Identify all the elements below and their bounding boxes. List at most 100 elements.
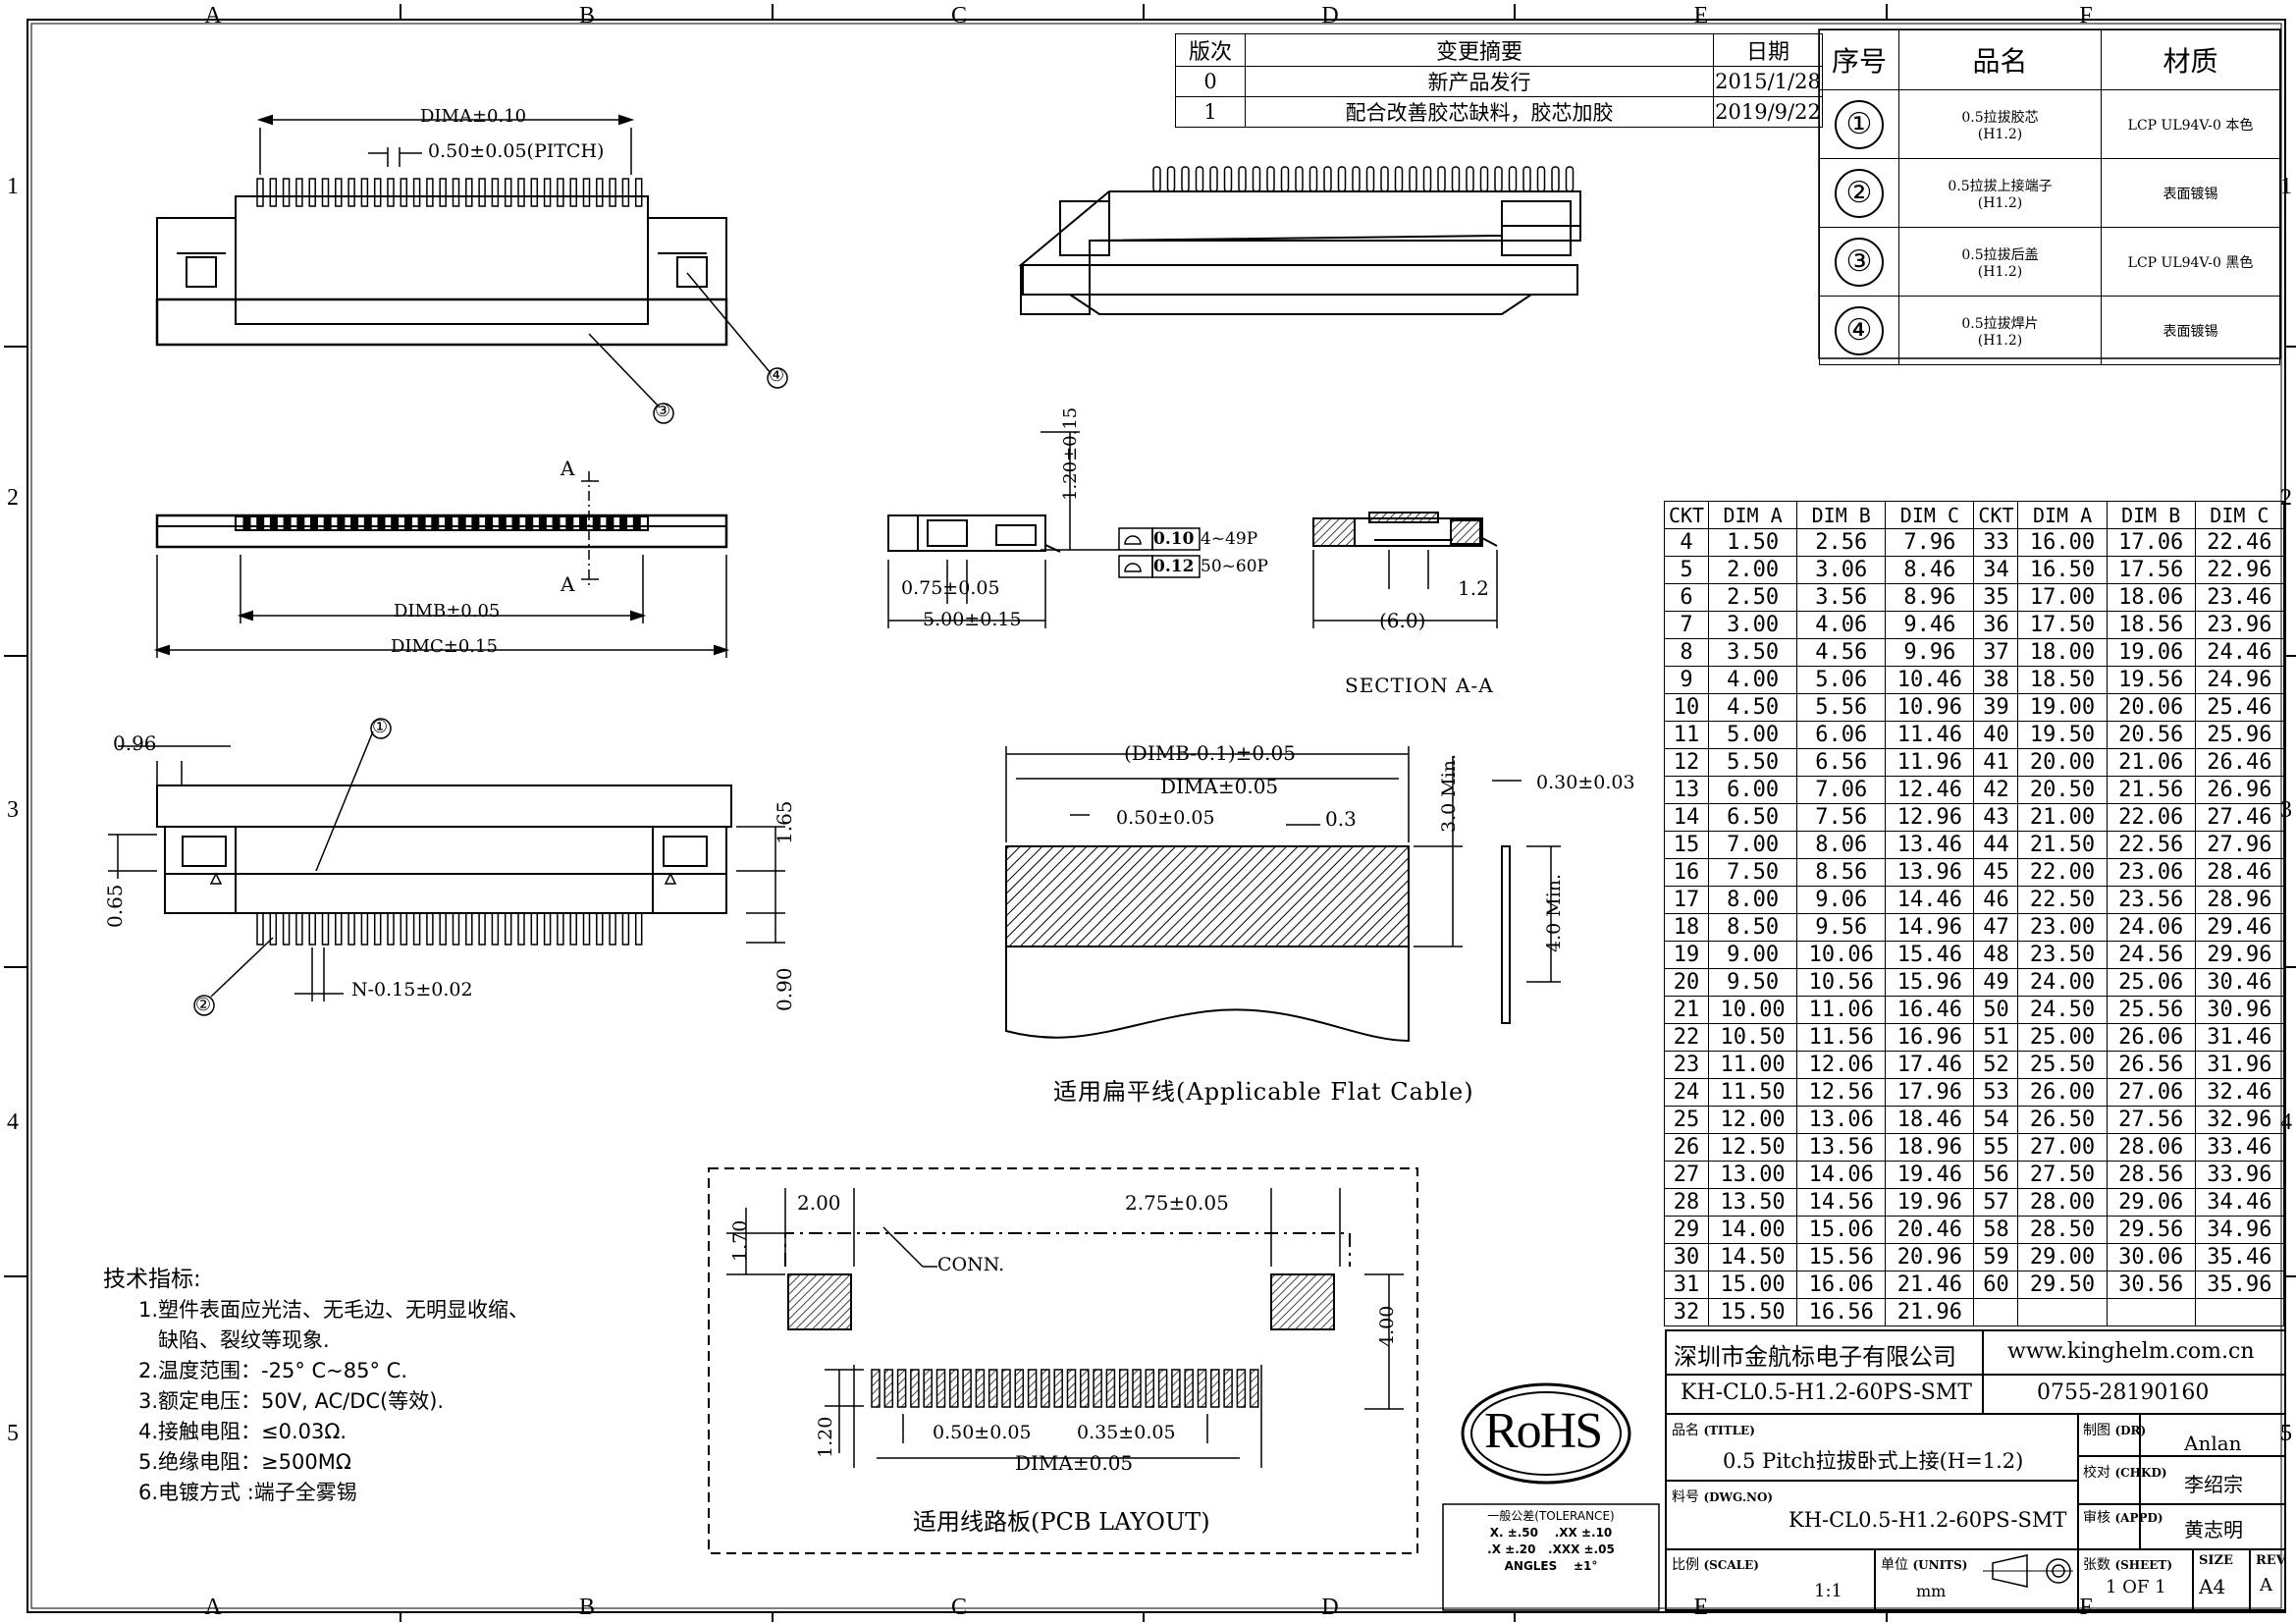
bottom-pin [417, 516, 426, 530]
top-pin [557, 178, 564, 207]
pcb-pad [871, 1369, 881, 1408]
dim-header-c: DIM C [1885, 501, 1975, 529]
bom-no: ④ [1819, 296, 1899, 365]
dim-b: 8.06 [1796, 831, 1887, 859]
dim-ckt: 6 [1664, 583, 1709, 612]
dim-a: 10.50 [1707, 1023, 1798, 1052]
dim-b: 17.56 [2106, 556, 2196, 584]
dim-b: 26.06 [2106, 1023, 2196, 1052]
front-pin [400, 912, 408, 946]
bottom-pin [525, 516, 534, 530]
dim-ckt: 44 [1973, 831, 2019, 859]
dim-c: 27.96 [2194, 831, 2285, 859]
dim-a: 16.50 [2017, 556, 2108, 584]
dim-c: 28.46 [2194, 858, 2285, 887]
dim-c: 14.46 [1885, 886, 1975, 914]
chkd-label-en: (CHKD) [2114, 1466, 2167, 1480]
pcb-pad [1041, 1369, 1050, 1408]
pcb-pad [1171, 1369, 1181, 1408]
dim-header-c-2: DIM C [2194, 501, 2285, 529]
dim-b: 9.56 [1796, 913, 1887, 942]
pcb-2-00: 2.00 [797, 1191, 841, 1215]
dim-ckt: 19 [1664, 941, 1709, 969]
dim-ckt: 60 [1973, 1271, 2019, 1299]
dimension-table: CKT DIM A DIM B DIM C CKT DIM A DIM B DI… [1664, 501, 2285, 1326]
iso-pin [1252, 166, 1261, 192]
dim-c: 10.46 [1885, 666, 1975, 694]
front-pin [295, 912, 303, 946]
flatness-010: 0.10 [1153, 529, 1195, 549]
dim-a: 9.50 [1707, 968, 1798, 997]
company-phone: 0755-28190160 [2037, 1380, 2210, 1405]
front-pin [621, 912, 630, 946]
dim-ckt: 31 [1664, 1271, 1709, 1299]
note-line: 缺陷、裂纹等现象. [138, 1328, 330, 1352]
dim-b: 5.56 [1796, 693, 1887, 722]
dim-c: 18.46 [1885, 1106, 1975, 1134]
iso-pin [1295, 166, 1304, 192]
dim-a: 19.00 [2017, 693, 2108, 722]
dim-ckt: 57 [1973, 1188, 2019, 1217]
dim-a: 28.00 [2017, 1188, 2108, 1217]
dim-b: 8.56 [1796, 858, 1887, 887]
dim-c: 29.96 [2194, 941, 2285, 969]
dim-b: 6.06 [1796, 721, 1887, 749]
top-pin [517, 178, 525, 207]
balloon-3-label: ③ [655, 401, 671, 421]
balloon-2-label: ② [195, 995, 212, 1015]
dim-6-0: (6.0) [1379, 609, 1426, 632]
dim-a: 21.50 [2017, 831, 2108, 859]
bottom-pin [350, 516, 359, 530]
rohs-label: RoHS [1484, 1403, 1603, 1459]
dim-c: 26.46 [2194, 748, 2285, 777]
dim-b: 11.06 [1796, 996, 1887, 1024]
dim-c: 7.96 [1885, 528, 1975, 557]
iso-pin [1394, 166, 1404, 192]
top-pin [373, 178, 382, 207]
dim-a: 5.00 [1707, 721, 1798, 749]
dim-a: 25.50 [2017, 1051, 2108, 1079]
title-label-en: (TITLE) [1703, 1424, 1755, 1437]
dim-ckt: 34 [1973, 556, 2019, 584]
front-pin [347, 912, 355, 946]
iso-pin [1565, 166, 1575, 192]
top-pin [582, 178, 591, 207]
dim-a: 4.50 [1707, 693, 1798, 722]
front-pin [491, 912, 500, 946]
pcb-pad [1249, 1369, 1259, 1408]
dim-a: 3.50 [1707, 638, 1798, 667]
scale-label-en: (SCALE) [1703, 1558, 1759, 1572]
dim-c: 17.96 [1885, 1078, 1975, 1107]
iso-pin [1352, 166, 1361, 192]
dim-a: 25.00 [2017, 1023, 2108, 1052]
dim-a: 5.50 [1707, 748, 1798, 777]
bom-material: 表面镀锡 [2101, 158, 2280, 228]
dim-c: 13.46 [1885, 831, 1975, 859]
pcb-pad [962, 1369, 972, 1408]
rohs-mark [1461, 1382, 1631, 1485]
title-label-cn: 品名 [1672, 1423, 1699, 1438]
dim-b: 24.06 [2106, 913, 2196, 942]
bottom-pin [283, 516, 292, 530]
dim-ckt: 53 [1973, 1078, 2019, 1107]
top-pin [360, 178, 369, 207]
top-pin [439, 178, 447, 207]
bom-name-sub: (H1.2) [1977, 194, 2023, 211]
dim-b: 2.56 [1796, 528, 1887, 557]
dr-label-en: (DR) [2114, 1424, 2147, 1437]
bottom-pin [498, 516, 507, 530]
dim-ckt: 41 [1973, 748, 2019, 777]
dim-c: 35.96 [2194, 1271, 2285, 1299]
bottom-pin [552, 516, 561, 530]
section-mark-top: A [561, 457, 575, 480]
dim-header: CKT DIM A DIM B DIM C CKT DIM A DIM B DI… [1664, 501, 2285, 529]
dim-b: 13.56 [1796, 1133, 1887, 1162]
dim-c: 21.96 [1885, 1298, 1975, 1326]
dim-a: 24.00 [2017, 968, 2108, 997]
dim-ckt: 43 [1973, 803, 2019, 832]
